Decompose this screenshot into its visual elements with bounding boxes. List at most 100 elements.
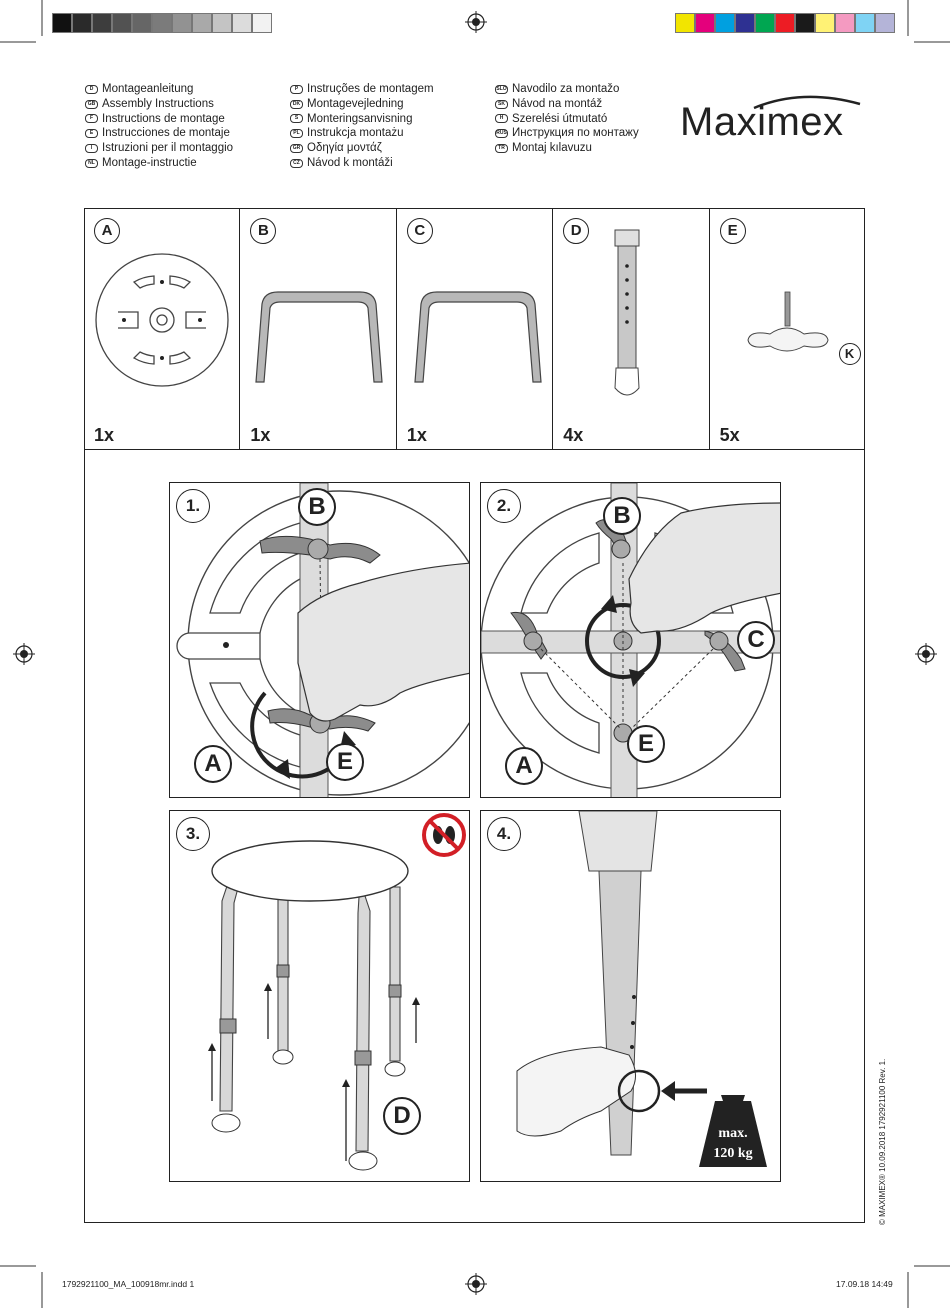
language-label: Montagevejledning (307, 97, 404, 110)
color-swatch (132, 13, 152, 33)
footer-file: 1792921100_MA_100918mr.indd 1 (62, 1279, 195, 1289)
language-code-badge: CZ (290, 158, 303, 168)
callout-d: D (383, 1097, 421, 1135)
language-code-badge: H (495, 114, 508, 124)
seat-plate-icon (95, 253, 229, 387)
language-code-badge: DK (290, 99, 303, 109)
color-swatch (252, 13, 272, 33)
language-label: Istruzioni per il montaggio (102, 142, 234, 155)
part-e-cell: E K 5x (710, 208, 865, 449)
language-code-badge: I (85, 144, 98, 154)
language-item: I Istruzioni per il montaggio (85, 141, 233, 156)
color-swatch (52, 13, 72, 33)
color-swatch (192, 13, 212, 33)
registration-mark-icon (915, 643, 937, 665)
step-2-panel: 2. B C E A (480, 482, 781, 798)
instructions-frame (84, 208, 865, 1223)
step-3-illustration (208, 813, 466, 1171)
language-label: Instructions de montage (102, 112, 225, 125)
screw-knob-icon (747, 291, 829, 352)
color-swatch (152, 13, 172, 33)
color-swatch (695, 13, 715, 33)
color-swatch (835, 13, 855, 33)
color-swatch (212, 13, 232, 33)
color-swatch (795, 13, 815, 33)
part-letter: B (250, 218, 277, 244)
part-a-cell: A 1x (84, 208, 241, 449)
part-letter: A (94, 218, 120, 244)
part-b-cell: B 1x (240, 208, 397, 449)
step-4-panel: max. 120 kg 4. (480, 810, 781, 1182)
language-code-badge: GB (85, 99, 98, 109)
language-item: DK Montagevejledning (290, 97, 434, 112)
color-swatch (855, 13, 875, 33)
part-quantity: 5x (719, 425, 740, 445)
step-1-panel: 1. B E A (169, 482, 470, 798)
step-number: 1. (176, 489, 210, 523)
color-swatch (735, 13, 755, 33)
language-label: Instruções de montagem (307, 83, 434, 95)
registration-mark-icon (465, 11, 487, 33)
language-label: Montage-instructie (102, 156, 197, 169)
language-label: Monteringsanvisning (307, 112, 413, 125)
copyright-text: © MAXIMEX® 10.09.2018 1792921100 Rev. 1. (878, 1058, 887, 1225)
frame-b-icon (255, 291, 384, 383)
weight-label-1: max. (718, 1126, 747, 1141)
language-item: SK Návod na montáž (495, 97, 639, 112)
callout-b: B (298, 488, 336, 526)
language-label: Instrukcja montażu (307, 127, 404, 140)
registration-mark-icon (465, 1273, 487, 1295)
language-item: NL Montage-instructie (85, 156, 233, 171)
step-2-illustration (481, 483, 780, 797)
language-code-badge: PL (290, 129, 303, 139)
footer-date: 17.09.18 14:49 (836, 1279, 893, 1289)
part-d-cell: D 4x (553, 208, 710, 449)
weight-label-2: 120 kg (713, 1146, 752, 1161)
language-code-badge: NL (85, 158, 98, 168)
language-code-badge: TR (495, 144, 508, 154)
language-label: Инструкция по монтажу (512, 127, 639, 140)
step-number: 3. (176, 817, 210, 851)
language-code-badge: E (85, 129, 98, 139)
brand-swoosh (753, 95, 861, 110)
language-label: Návod na montáž (512, 97, 603, 110)
callout-e: E (326, 743, 364, 781)
language-item: S Monteringsanvisning (290, 112, 434, 127)
language-code-badge: RUS (495, 129, 508, 139)
callout-b: B (603, 497, 641, 535)
language-item: CZ Návod k montáži (290, 156, 434, 171)
language-label: Návod k montáži (307, 156, 393, 169)
grayscale-swatch-bar (52, 13, 272, 33)
registration-mark-icon (13, 643, 35, 665)
callout-a: A (505, 747, 543, 785)
language-item: PL Instrukcja montażu (290, 126, 434, 141)
color-swatch (232, 13, 252, 33)
part-quantity: 4x (563, 425, 584, 445)
language-item: H Szerelési útmutató (495, 112, 639, 127)
frame-c-icon (414, 291, 542, 383)
color-swatch (675, 13, 695, 33)
extra-letter: K (838, 343, 861, 365)
language-code-badge: S (290, 114, 303, 124)
language-code-badge: SK (495, 99, 508, 109)
part-quantity: 1x (250, 425, 271, 445)
callout-a: A (194, 745, 232, 783)
weight-icon: max. 120 kg (699, 1095, 767, 1167)
step-1-illustration (176, 483, 469, 797)
language-label: Navodilo za montažo (512, 83, 620, 95)
part-c-cell: C 1x (397, 208, 554, 449)
color-swatch (875, 13, 895, 33)
parts-list: A 1x B 1x C 1x (84, 208, 865, 450)
color-swatch (112, 13, 132, 33)
color-swatch (815, 13, 835, 33)
leg-icon (614, 229, 640, 396)
language-label: Szerelési útmutató (512, 112, 608, 125)
